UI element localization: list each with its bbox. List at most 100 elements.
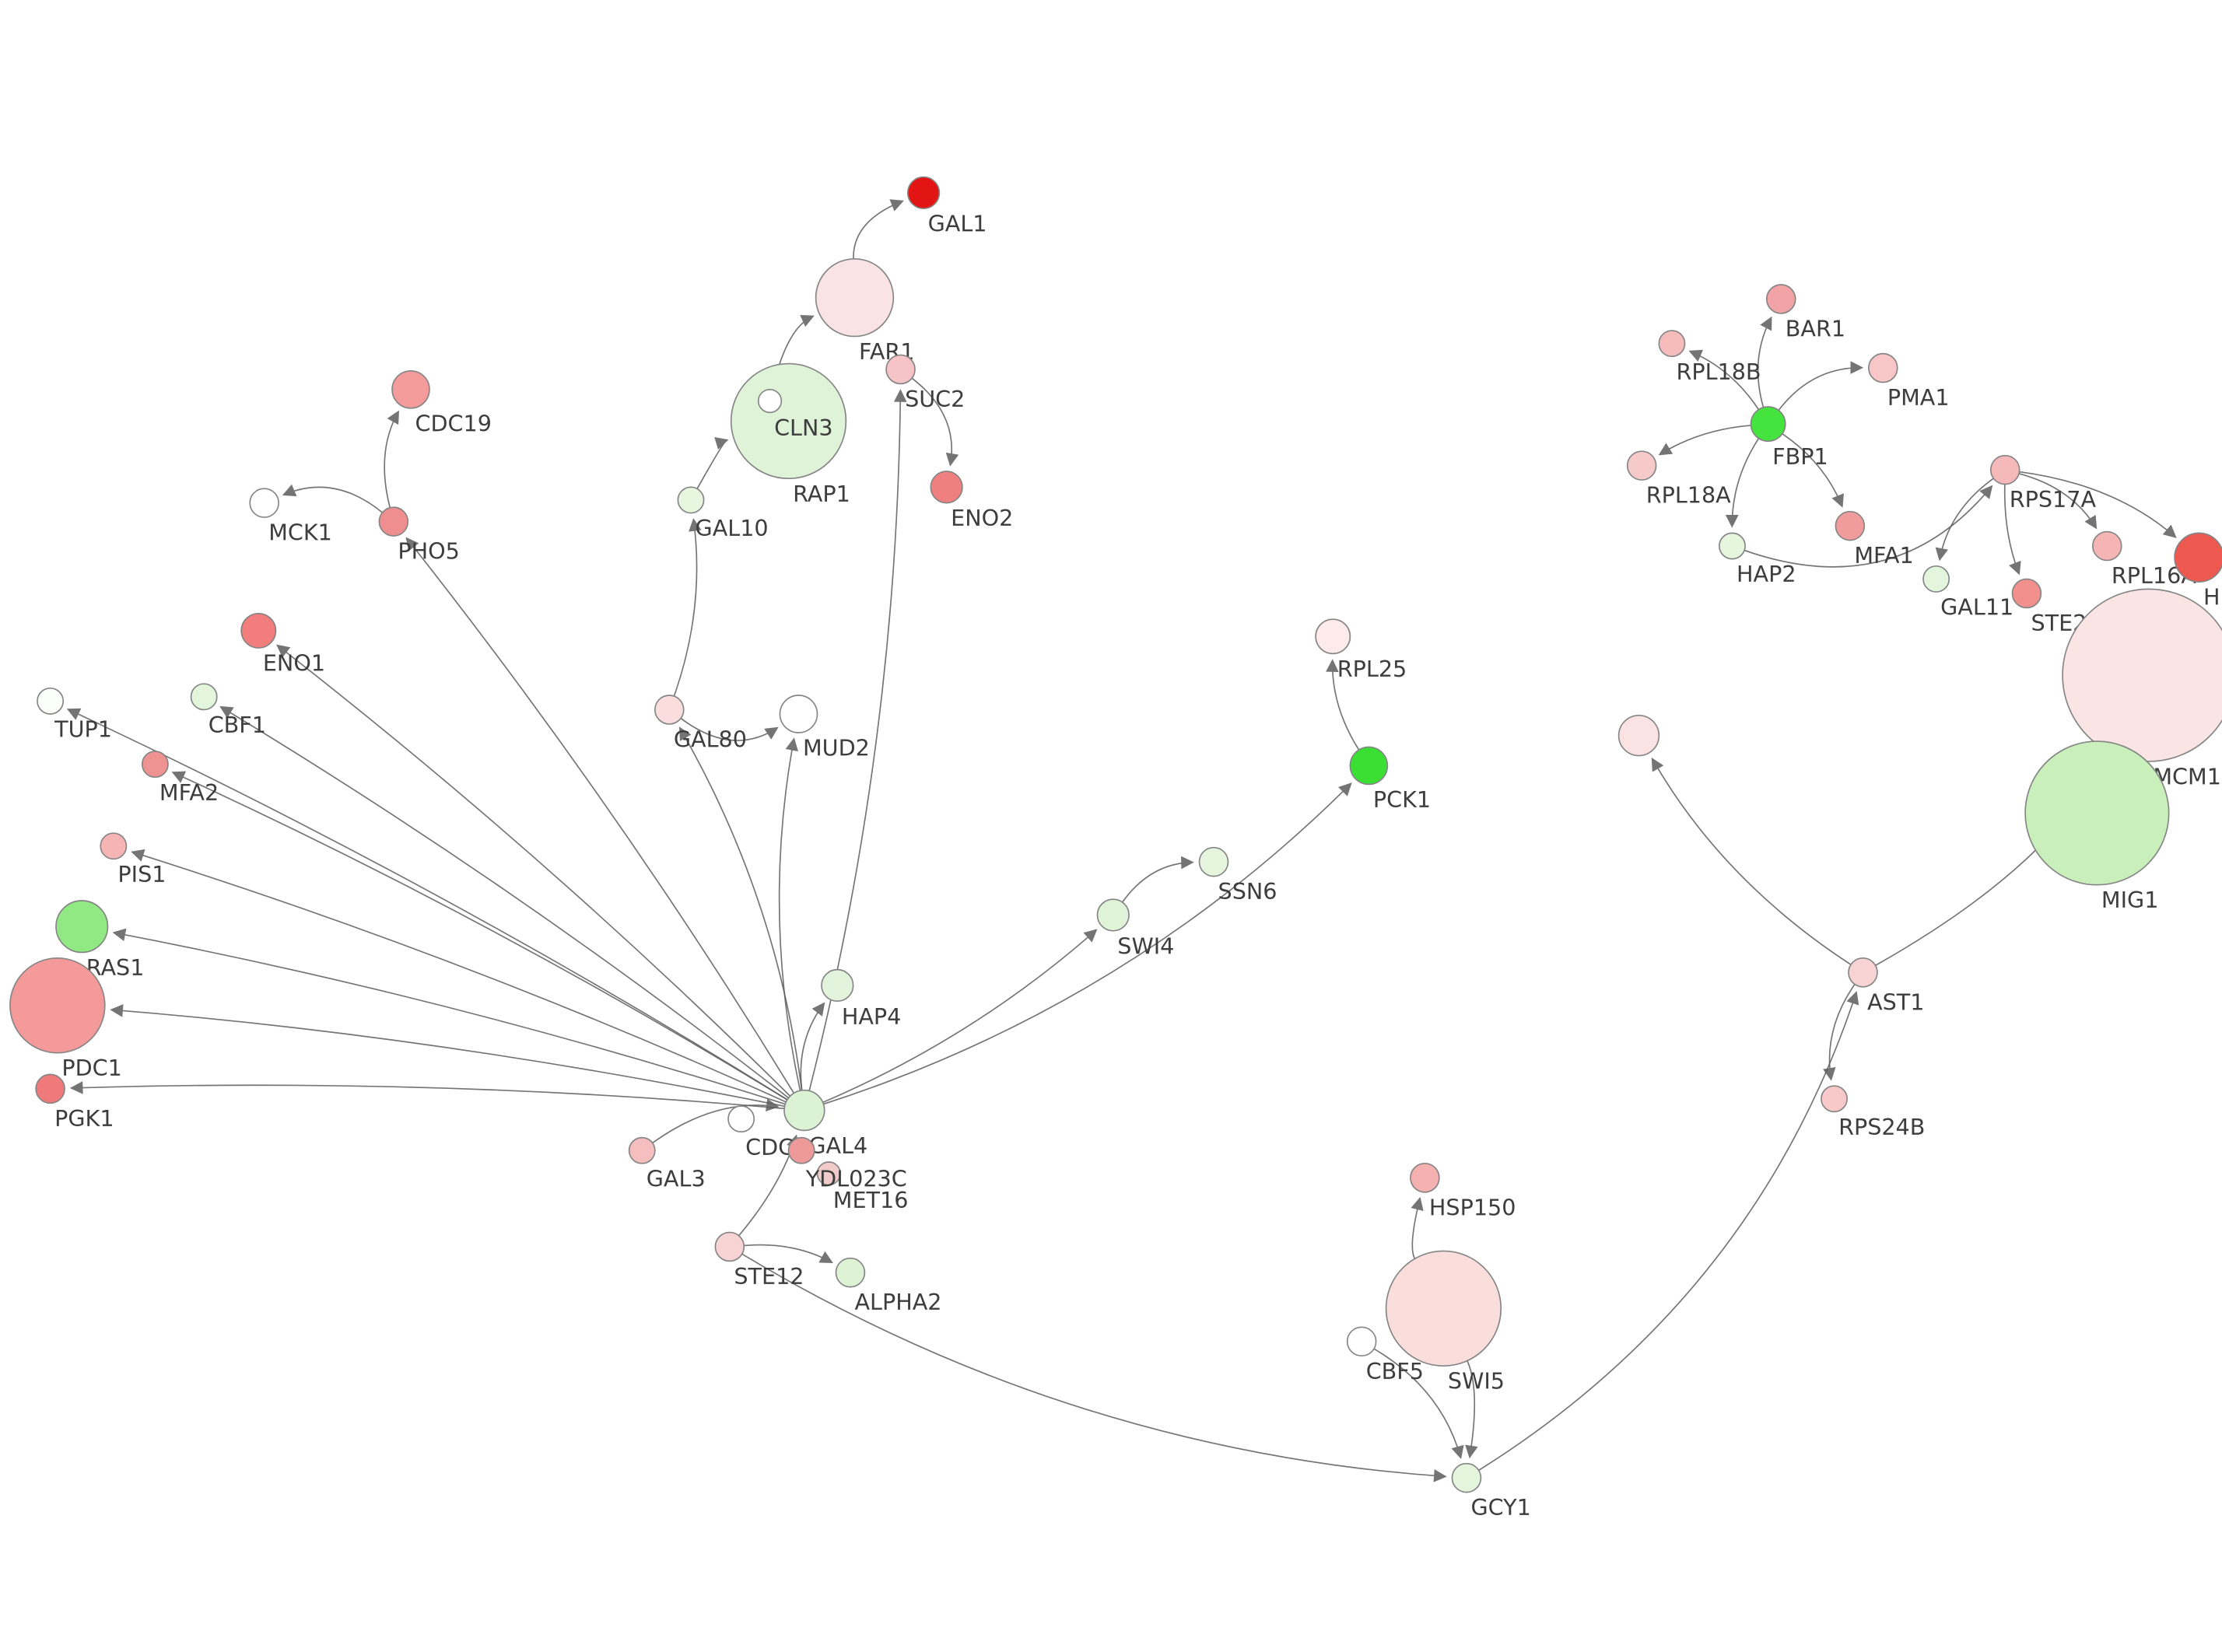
node-gcy1[interactable] (1451, 1462, 1482, 1493)
edge-rps17a-his4[interactable] (2019, 471, 2177, 538)
node-hap2[interactable] (1719, 532, 1746, 560)
node-pho5[interactable] (378, 506, 409, 537)
edge-swi4-ssn6[interactable] (1121, 856, 1194, 903)
edge-gal80-mud2[interactable] (680, 717, 779, 741)
node-cbf1[interactable] (190, 683, 218, 711)
node-fbp1[interactable] (1750, 406, 1786, 443)
node-gal1[interactable] (906, 176, 941, 209)
edge-gal80-gal10[interactable] (673, 518, 702, 697)
node-mck1[interactable] (249, 488, 279, 518)
edge-hap2-rps17a[interactable] (1744, 485, 1993, 568)
node-swi5[interactable] (1385, 1250, 1502, 1367)
node-eno2[interactable] (930, 471, 963, 504)
node-gal4[interactable] (783, 1089, 825, 1132)
edge-rps17a-gal11[interactable] (1935, 478, 1994, 562)
edge-pho5-cdc19[interactable] (384, 410, 399, 508)
node-swi4[interactable] (1096, 898, 1130, 932)
node-hap4[interactable] (821, 968, 854, 1003)
node-pgk1[interactable] (35, 1073, 65, 1104)
edge-gal4-mud2[interactable] (778, 737, 801, 1091)
edge-fbp1-pma1[interactable] (1778, 361, 1864, 411)
edge-gal4-pdc1[interactable] (110, 1004, 785, 1108)
node-label-gal1: GAL1 (928, 211, 987, 237)
edge-suc2-eno2[interactable] (911, 377, 959, 467)
node-ras1[interactable] (55, 900, 109, 954)
edge-fbp1-rpl18a[interactable] (1658, 425, 1751, 456)
edge-gal4-pho5[interactable] (405, 537, 795, 1094)
node-rps24b[interactable] (1821, 1085, 1848, 1113)
edge-gal4-pck1[interactable] (823, 782, 1352, 1105)
node-ssn6[interactable] (1198, 846, 1229, 877)
edge-rps17a-rpl16a[interactable] (2018, 473, 2098, 530)
edge-ast1-rps24b[interactable] (1823, 983, 1856, 1081)
node-bar1[interactable] (1765, 284, 1796, 314)
edge-pck1-rpl25[interactable] (1326, 659, 1360, 751)
edge-swi5-hsp150[interactable] (1411, 1196, 1424, 1259)
edge-gal4-tup1[interactable] (66, 708, 788, 1101)
edge-gal4-pgk1[interactable] (69, 1081, 785, 1110)
edge-far1-gal1[interactable] (853, 199, 904, 259)
node-rpl16a[interactable] (2092, 530, 2122, 562)
node-pis1[interactable] (100, 832, 128, 860)
edge-pho5-mck1[interactable] (282, 484, 383, 513)
edge-gal4-cbf1[interactable] (219, 705, 790, 1099)
node-rpl18a[interactable] (1626, 450, 1657, 481)
edge-gcy1-ast1[interactable] (1478, 991, 1859, 1472)
node-rps17a[interactable] (1989, 454, 2020, 485)
edge-rps17a-ste2[interactable] (2003, 484, 2021, 576)
edge-cbf5-gcy1[interactable] (1373, 1348, 1464, 1459)
node-his4[interactable] (2174, 532, 2222, 583)
edge-gal4-hap4[interactable] (800, 1002, 825, 1090)
node-cbf5[interactable] (1346, 1326, 1377, 1357)
edge-fbp1-bar1[interactable] (1757, 316, 1772, 408)
node-cln3[interactable] (757, 388, 783, 414)
node-hsp150[interactable] (1410, 1163, 1440, 1193)
edge-gal3-gal4[interactable] (652, 1098, 780, 1144)
edge-swi5-gcy1[interactable] (1465, 1360, 1478, 1459)
edge-gal10-rap1[interactable] (696, 437, 729, 489)
edge-fbp1-rpl18b[interactable] (1688, 349, 1760, 411)
edge-fbp1-hap2[interactable] (1725, 438, 1760, 528)
edge-fbp1-mfa1[interactable] (1782, 432, 1844, 508)
node-ste2[interactable] (2011, 578, 2042, 609)
edge-ste12-alpha2[interactable] (744, 1244, 833, 1264)
node-unnamed1[interactable] (1617, 715, 1660, 757)
node-gal11[interactable] (1922, 565, 1950, 593)
node-rap1[interactable] (730, 362, 847, 480)
node-mig1[interactable] (2024, 740, 2170, 886)
node-ydl023c[interactable] (787, 1136, 815, 1164)
node-mcm1[interactable] (2062, 588, 2222, 762)
node-rpl18b[interactable] (1658, 330, 1686, 358)
node-ast1[interactable] (1848, 957, 1878, 988)
node-rpl25[interactable] (1315, 618, 1351, 655)
node-ste12[interactable] (714, 1231, 745, 1262)
node-met16[interactable] (816, 1161, 841, 1186)
node-suc2[interactable] (885, 354, 916, 385)
edge-gal4-gal80[interactable] (678, 726, 803, 1090)
edge-gal4-pis1[interactable] (131, 849, 787, 1103)
node-tup1[interactable] (37, 687, 65, 715)
node-mfa2[interactable] (141, 751, 169, 779)
node-label-eno1: ENO1 (263, 650, 325, 677)
edge-ste12-gcy1[interactable] (741, 1253, 1447, 1482)
node-pdc1[interactable] (9, 957, 106, 1054)
node-cdc19[interactable] (391, 369, 430, 409)
node-gal3[interactable] (628, 1136, 656, 1164)
node-alpha2[interactable] (835, 1257, 866, 1288)
edge-gal4-mfa2[interactable] (171, 771, 788, 1101)
edge-gal4-eno1[interactable] (276, 644, 791, 1097)
node-gal10[interactable] (677, 486, 705, 514)
node-cdc6[interactable] (727, 1105, 755, 1133)
node-mfa1[interactable] (1835, 510, 1866, 541)
edge-gal4-swi4[interactable] (822, 929, 1098, 1104)
node-eno1[interactable] (240, 612, 277, 649)
node-group-hap2: HAP2 (1719, 532, 1796, 587)
edge-gal4-ras1[interactable] (112, 928, 786, 1105)
node-gal80[interactable] (654, 695, 685, 725)
node-pck1[interactable] (1349, 746, 1389, 786)
node-far1[interactable] (815, 257, 895, 338)
node-mud2[interactable] (779, 695, 818, 733)
node-pma1[interactable] (1868, 352, 1898, 383)
edge-ast1-unnamed1[interactable] (1651, 757, 1852, 965)
